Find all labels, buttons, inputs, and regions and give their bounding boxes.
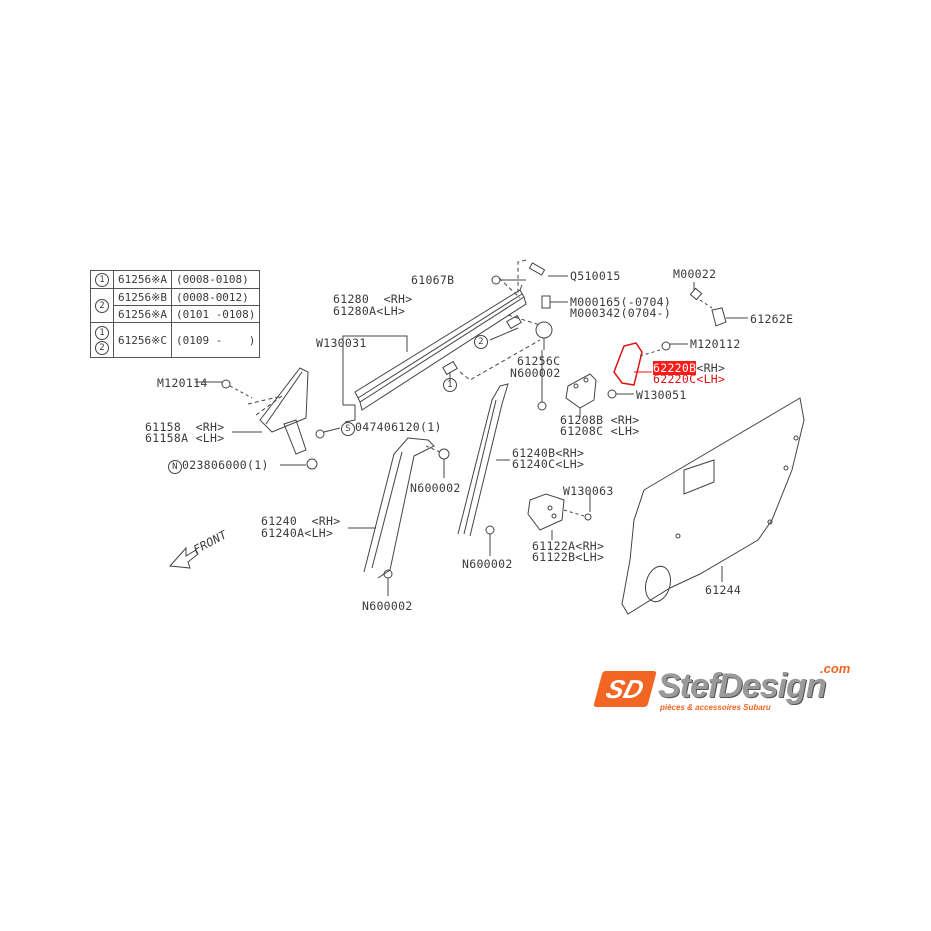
label-61240: 61240 <RH> [261,514,341,528]
table-row: 2 61256※B (0008-0012) [90,288,261,323]
highlighted-part-number[interactable]: 62220B [653,361,697,375]
stefdesign-logo: SD StefDesign .com pièces & accessoires … [593,661,858,715]
part-number: 61256※A [113,270,172,289]
label-m120114: M120114 [157,376,208,390]
date-range: (0109 - ) [170,322,261,358]
label-m00022: M00022 [673,267,717,281]
belt-molding-61280 [354,284,527,411]
label-n600002-low: N600002 [462,557,513,571]
label-61240b: 61240B<RH> [512,446,585,460]
callout-marker: 1 [443,378,457,392]
part-number: 61256※C [113,322,172,358]
logo-com: .com [820,661,851,676]
logo-mark: SD [593,671,657,707]
callout-marker: 1 [95,326,109,340]
applicability-reference-table: 1 61256※A (0008-0108) 2 61256※B (0008-00… [90,270,261,358]
callout-marker: 2 [95,299,109,313]
label-61240c: 61240C<LH> [512,457,585,471]
part-number: 61256※B [113,288,172,306]
label-61067b: 61067B [411,273,455,287]
label-61208c: 61208C <LH> [560,424,640,438]
label-61244: 61244 [705,583,742,597]
callout-2: 2 [474,334,488,349]
label-61280: 61280 <RH> [333,292,413,306]
label-61240a: 61240A<LH> [261,526,334,540]
label-w130063: W130063 [563,484,614,498]
callout-marker: 1 [95,273,109,287]
label-61262e: 61262E [750,312,794,326]
nut-part: 023806000(1) [182,458,269,472]
label-n600002-mid: N600002 [410,481,461,495]
label-m000342: M000342(0704-) [570,306,672,320]
label-61158: 61158 <RH> [145,420,225,434]
label-w130051: W130051 [636,388,687,402]
date-range: (0101 -0108) [170,305,261,323]
date-range: (0008-0108) [170,270,261,289]
label-n600002-bottom: N600002 [362,599,413,613]
label-m120112: M120112 [690,337,741,351]
label-61122b: 61122B<LH> [532,550,605,564]
logo-brand: StefDesign [658,667,827,705]
label-62220b-highlighted[interactable]: 62220B<RH> [653,361,726,375]
callout-marker: 2 [474,335,488,349]
label-61122a: 61122A<RH> [532,539,605,553]
n-mark-icon: N [168,460,182,474]
label-n600002-top: N600002 [510,366,561,380]
part-number: 61256※A [113,305,172,323]
label-m000165: M000165(-0704) [570,295,672,309]
label-61208b: 61208B <RH> [560,413,640,427]
bolt-part: 047406120(1) [355,420,442,434]
side-rh: <RH> [696,361,726,375]
label-w130031: W130031 [316,336,367,350]
label-61158a: 61158A <LH> [145,431,225,445]
callout-marker: 2 [95,341,109,355]
table-row: 1 61256※A (0008-0108) [90,270,261,289]
table-row: 61256※A (0101 -0108) [91,305,261,323]
label-62220c: 62220C<LH> [653,372,726,386]
label-61256c: 61256C [517,354,561,368]
date-range: (0008-0012) [170,288,261,306]
label-61280a: 61280A<LH> [333,304,406,318]
s-mark-icon: S [341,422,355,436]
label-q510015: Q510015 [570,269,621,283]
callout-1: 1 [443,377,457,392]
logo-tagline: pièces & accessoires Subaru [660,703,771,712]
